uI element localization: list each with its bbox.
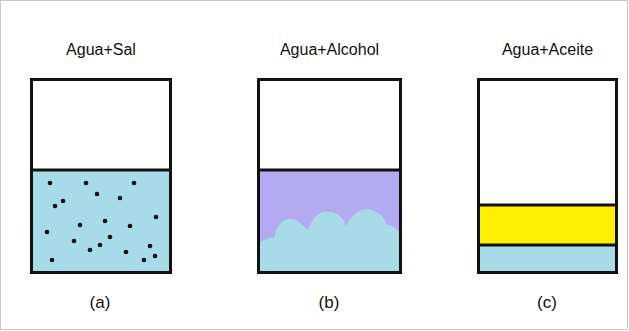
water-layer bbox=[478, 245, 616, 272]
layer-boundary bbox=[478, 244, 616, 247]
beaker-heading: Agua+Sal bbox=[66, 41, 136, 59]
salt-grains bbox=[45, 181, 159, 263]
liquid-surface bbox=[478, 204, 616, 207]
water-layer bbox=[258, 209, 400, 272]
alcohol-layer bbox=[258, 170, 400, 272]
beaker: Agua+Aceite bbox=[477, 78, 618, 274]
panel-letter: (b) bbox=[319, 293, 340, 313]
beaker: Agua+Alcohol bbox=[257, 78, 402, 274]
panel-letter: (c) bbox=[537, 293, 557, 313]
oil-layer bbox=[478, 205, 616, 245]
beaker-heading: Agua+Aceite bbox=[502, 41, 593, 59]
liquid-surface bbox=[258, 169, 400, 172]
beaker-heading: Agua+Alcohol bbox=[280, 41, 379, 59]
beaker: Agua+Sal bbox=[30, 78, 172, 274]
liquid-surface bbox=[30, 169, 170, 172]
salt-water bbox=[30, 170, 170, 272]
panel-letter: (a) bbox=[90, 293, 111, 313]
